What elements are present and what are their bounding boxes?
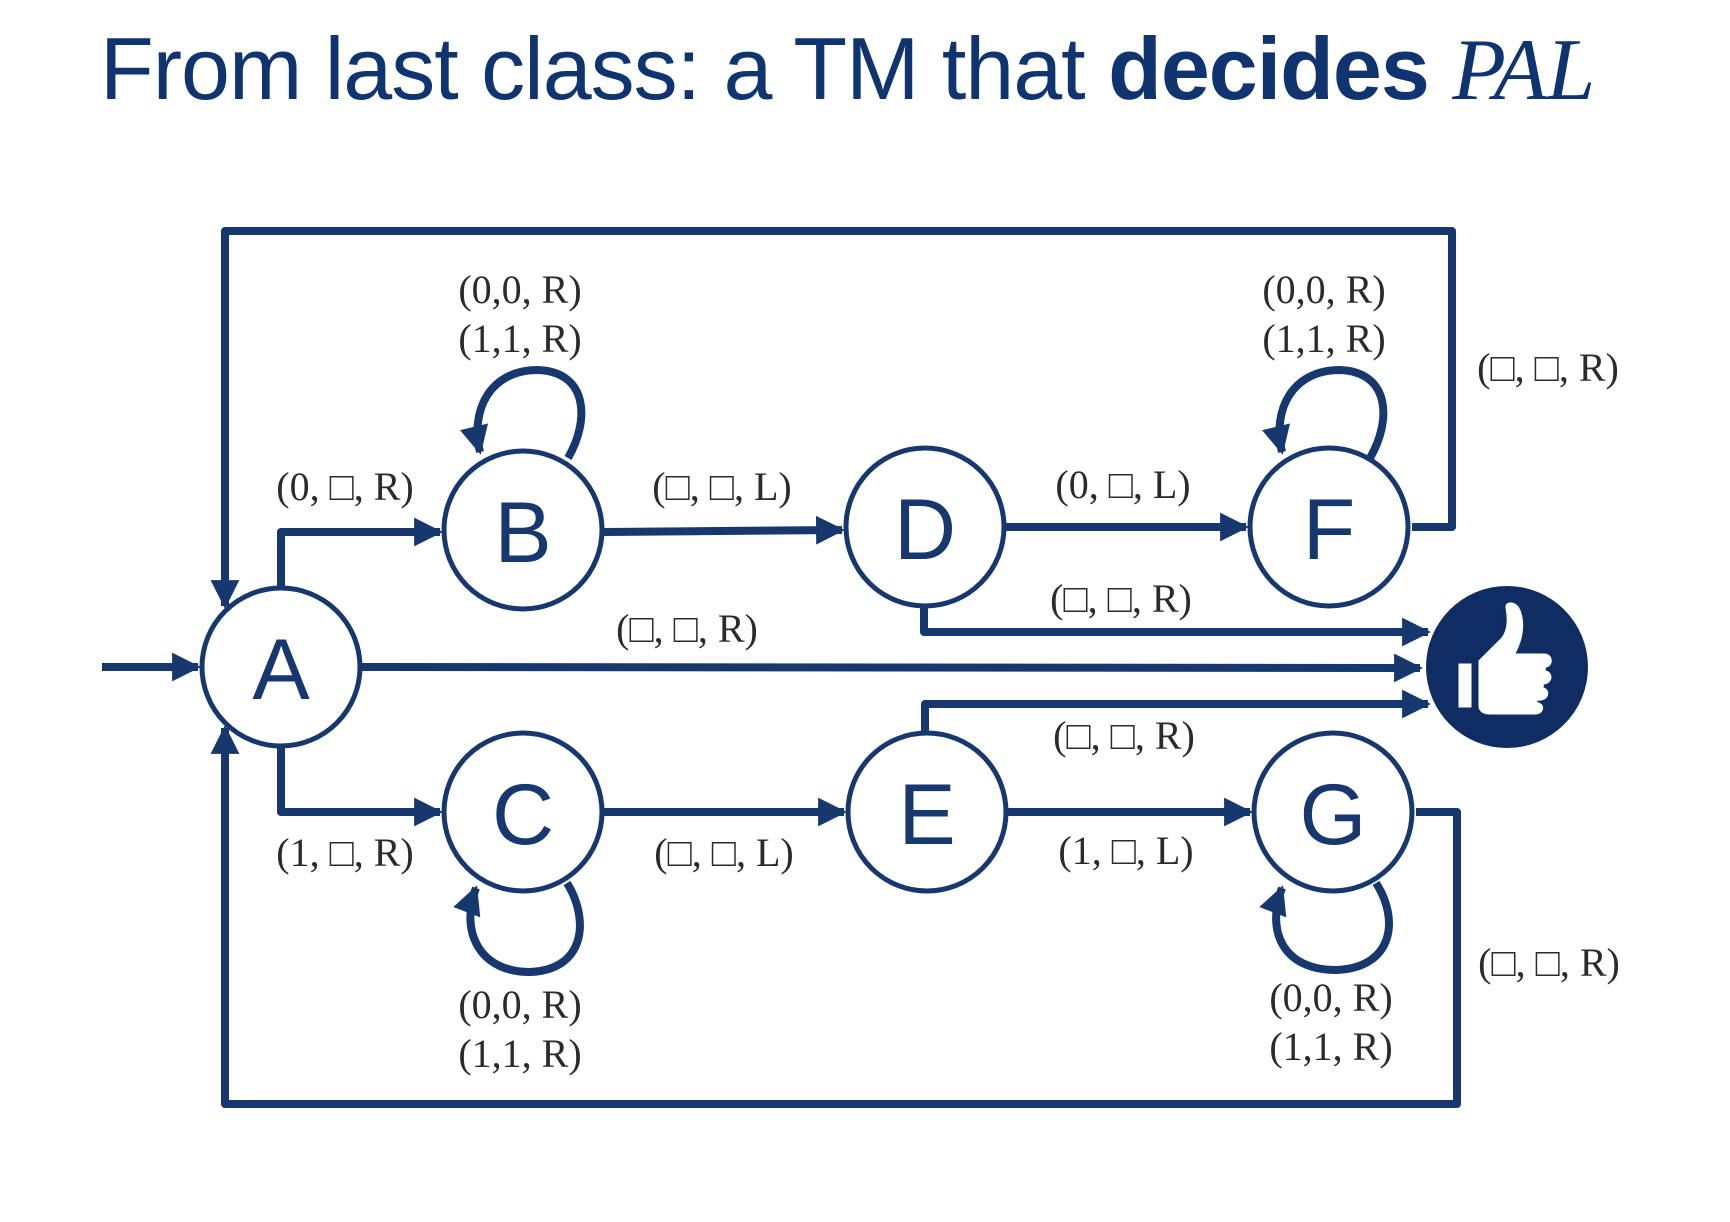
loop-f [1262,366,1388,461]
label-e-g: (1, □, L) [1058,828,1193,873]
state-g-label: G [1300,767,1367,863]
edge-a-c [277,748,443,827]
accept-state [1426,586,1588,748]
state-f: F [1247,445,1411,609]
state-f-label: F [1303,482,1356,578]
loop-g [1259,880,1393,974]
state-e: E [845,730,1009,894]
label-b-d: (□, □, L) [652,464,791,509]
edge-a-accept [361,653,1423,683]
edge-f-a [210,227,1456,609]
label-a-accept: (□, □, R) [616,606,758,651]
thumbs-up-icon [1455,599,1555,718]
state-b-label: B [494,485,551,581]
transition-labels: (0, □, R) (1, □, R) (□, □, R) (0,0, R) (… [276,267,1620,1076]
edge-a-b [277,517,443,588]
state-b: B [441,448,605,612]
label-e-accept: (□, □, R) [1053,713,1195,758]
label-a-c: (1, □, R) [276,830,413,875]
edge-e-accept [921,689,1431,733]
state-d-label: D [894,482,956,578]
label-f-a: (□, □, R) [1477,345,1619,390]
label-f-loop-2: (1,1, R) [1262,316,1385,361]
title-bold: decides [1108,19,1430,118]
state-a-label: A [252,622,310,718]
edge-b-d [603,515,845,545]
label-c-loop-1: (0,0, R) [458,982,581,1027]
label-f-loop-1: (0,0, R) [1262,267,1385,312]
label-b-loop-2: (1,1, R) [458,316,581,361]
label-c-loop-2: (1,1, R) [458,1031,581,1076]
state-c-label: C [492,767,554,863]
title-prefix: From last class: a TM that [100,19,1109,118]
state-d: D [843,445,1007,609]
edges [102,227,1461,1108]
label-d-f: (0, □, L) [1055,462,1190,507]
state-g: G [1251,730,1415,894]
label-g-a: (□, □, R) [1478,940,1620,985]
label-c-e: (□, □, L) [654,830,793,875]
state-c: C [441,730,605,894]
loop-b [460,366,586,461]
label-b-loop-1: (0,0, R) [458,267,581,312]
label-d-accept: (□, □, R) [1050,576,1192,621]
title-math: PAL [1452,22,1595,119]
state-e-label: E [898,767,955,863]
edge-g-a [210,725,1461,1108]
label-g-loop-2: (1,1, R) [1269,1024,1392,1069]
loop-c [453,880,584,976]
edge-d-accept [920,608,1431,647]
slide-title: From last class: a TM that decides PAL [100,18,1595,121]
label-a-b: (0, □, R) [276,464,413,509]
state-a: A [199,585,363,749]
label-g-loop-1: (0,0, R) [1269,975,1392,1020]
